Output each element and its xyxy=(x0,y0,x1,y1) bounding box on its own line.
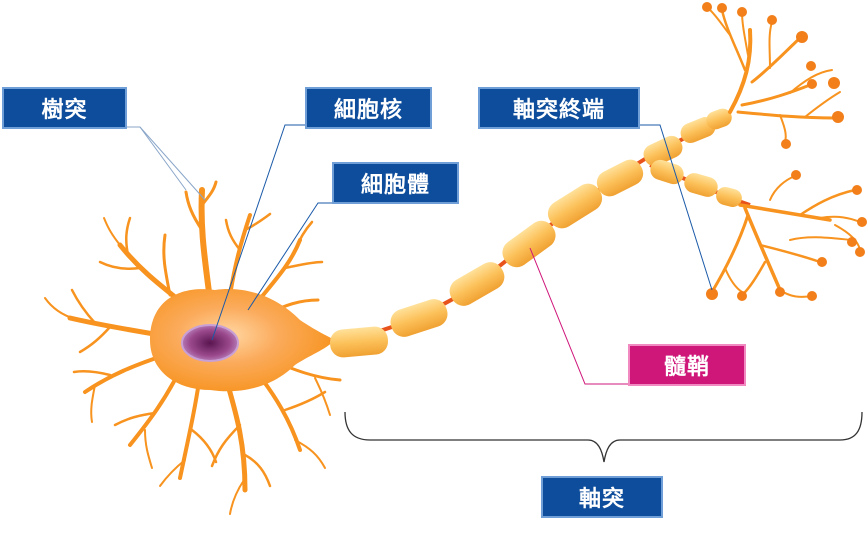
label-nucleus: 細胞核 xyxy=(305,87,432,129)
pointer-lines xyxy=(127,124,713,385)
axon-brace xyxy=(344,411,863,463)
terminal-buttons-upper xyxy=(702,2,844,149)
label-axon: 軸突 xyxy=(541,476,663,518)
label-cell-body: 細胞體 xyxy=(332,162,459,204)
cell-nucleus xyxy=(181,324,239,362)
label-axon-terminal: 軸突終端 xyxy=(478,87,640,129)
axon-terminals-lower xyxy=(710,175,861,298)
myelin-sheath xyxy=(329,108,742,358)
label-dendrite: 樹突 xyxy=(2,87,127,129)
label-myelin-sheath: 髓鞘 xyxy=(628,344,746,386)
axon-terminals-upper xyxy=(707,7,841,143)
cell-body xyxy=(150,289,335,392)
terminal-buttons-lower xyxy=(706,170,867,301)
